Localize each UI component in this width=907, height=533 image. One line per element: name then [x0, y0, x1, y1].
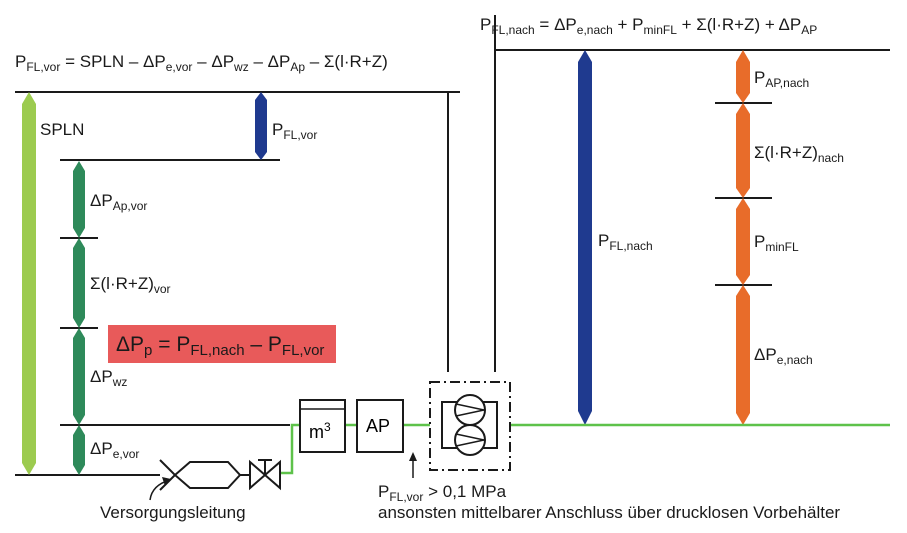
text-part: = ΔP [535, 15, 577, 34]
subscript-text: e,vor [166, 60, 193, 74]
connection-fitting-icon [159, 459, 242, 491]
text-part: ansonsten mittelbarer Anschluss über dru… [378, 503, 840, 522]
text-part: P [598, 231, 609, 250]
subscript-text: e,nach [777, 353, 813, 367]
spln-arrow [22, 92, 36, 475]
subscript-text: Ap,vor [113, 199, 148, 213]
condition-label: PFL,vor > 0,1 MPa [378, 482, 507, 504]
sum-nach-label: Σ(l·R+Z)nach [754, 143, 844, 165]
text-part: – P [245, 333, 282, 356]
p-min-fl-label: PminFL [754, 232, 799, 254]
dp-e-vor-label: ΔPe,vor [90, 439, 139, 461]
text-part: > 0,1 MPa [423, 482, 506, 501]
subscript-text: e,vor [113, 447, 140, 461]
ap-label: AP [366, 416, 390, 436]
text-part: ΔP [90, 367, 113, 386]
sum-vor-label: Σ(l·R+Z)vor [90, 274, 171, 296]
dp-ap-vor-arrow [73, 161, 85, 238]
dp-ap-vor-label: ΔPAp,vor [90, 191, 147, 213]
dp-e-nach-arrow [736, 285, 750, 425]
pump-station-box [429, 381, 511, 471]
text-part: P [378, 482, 389, 501]
text-part: = P [152, 333, 190, 356]
text-part: ΔP [116, 333, 144, 356]
text-part: P [754, 232, 765, 251]
arrowhead [409, 452, 417, 461]
text-part: ΔP [90, 191, 113, 210]
subscript-text: p [144, 342, 152, 359]
dp-wz-label: ΔPwz [90, 367, 127, 389]
pump-impeller [455, 439, 485, 447]
text-part: P [15, 52, 26, 71]
pump-icon [454, 424, 486, 456]
pump-impeller [455, 433, 485, 441]
arrowhead [162, 477, 171, 486]
ap-box [356, 399, 404, 453]
pipe-line [280, 423, 300, 475]
pump-impeller [455, 403, 485, 411]
pfl-vor-label: PFL,vor [272, 120, 317, 142]
text-part: P [754, 68, 765, 87]
subscript-text: minFL [765, 240, 799, 254]
subscript-text: FL,nach [491, 23, 534, 37]
text-part: = SPLN – ΔP [60, 52, 165, 71]
subscript-text: vor [154, 282, 171, 296]
valve-icon [249, 459, 281, 491]
subscript-text: FL,vor [389, 490, 423, 504]
highlight-box [108, 325, 336, 363]
subscript-text: minFL [644, 23, 678, 37]
formula-left: PFL,vor = SPLN – ΔPe,vor – ΔPwz – ΔPAp –… [15, 52, 388, 74]
pump-impeller [455, 409, 485, 417]
text-part: – ΔP [249, 52, 291, 71]
text-part: ΔP [754, 345, 777, 364]
spln-label: SPLN [40, 120, 84, 139]
sum-vor-arrow [73, 238, 85, 328]
subscript-text: e,nach [577, 23, 613, 37]
dp-wz-arrow [73, 328, 85, 425]
subscript-text: nach [818, 151, 844, 165]
text-part: + P [613, 15, 644, 34]
pfl-nach-arrow [578, 50, 592, 425]
dp-e-nach-label: ΔPe,nach [754, 345, 813, 367]
subscript-text: FL,nach [190, 342, 244, 359]
meter-unit: m [309, 422, 324, 442]
subscript-text: wz [233, 60, 249, 74]
subscript-text: FL,vor [282, 342, 325, 359]
p-ap-nach-label: PAP,nach [754, 68, 809, 90]
subscript-text: FL,vor [283, 128, 317, 142]
supply-line-label: Versorgungsleitung [100, 503, 246, 522]
text-part: ΔP [90, 439, 113, 458]
text-part: Σ(l·R+Z) [754, 143, 818, 162]
dp-e-vor-arrow [73, 425, 85, 475]
subscript-text: FL,vor [26, 60, 60, 74]
highlight-formula: ΔPp = PFL,nach – PFL,vor [116, 333, 324, 359]
note-label: ansonsten mittelbarer Anschluss über dru… [378, 503, 840, 522]
text-part: Versorgungsleitung [100, 503, 246, 522]
p-ap-nach-arrow [736, 50, 750, 103]
pfl-vor-arrow [255, 92, 267, 160]
pfl-nach-label: PFL,nach [598, 231, 653, 253]
meter-unit-sup: 3 [324, 420, 331, 434]
subscript-text: AP [801, 23, 817, 37]
text-part: Σ(l·R+Z) [90, 274, 154, 293]
text-part: P [272, 120, 283, 139]
meter-label: m3 [309, 420, 331, 442]
p-min-fl-arrow [736, 198, 750, 285]
text-part: – ΔP [192, 52, 234, 71]
formula-top: PFL,nach = ΔPe,nach + PminFL + Σ(l·R+Z) … [480, 15, 817, 37]
text-part: – Σ(l·R+Z) [305, 52, 388, 71]
text-part: P [480, 15, 491, 34]
text-part: SPLN [40, 120, 84, 139]
text-part: + Σ(l·R+Z) + ΔP [677, 15, 801, 34]
sum-nach-arrow [736, 103, 750, 198]
subscript-text: FL,nach [609, 239, 652, 253]
subscript-text: wz [112, 375, 128, 389]
subscript-text: AP,nach [765, 76, 809, 90]
subscript-text: Ap [290, 60, 305, 74]
